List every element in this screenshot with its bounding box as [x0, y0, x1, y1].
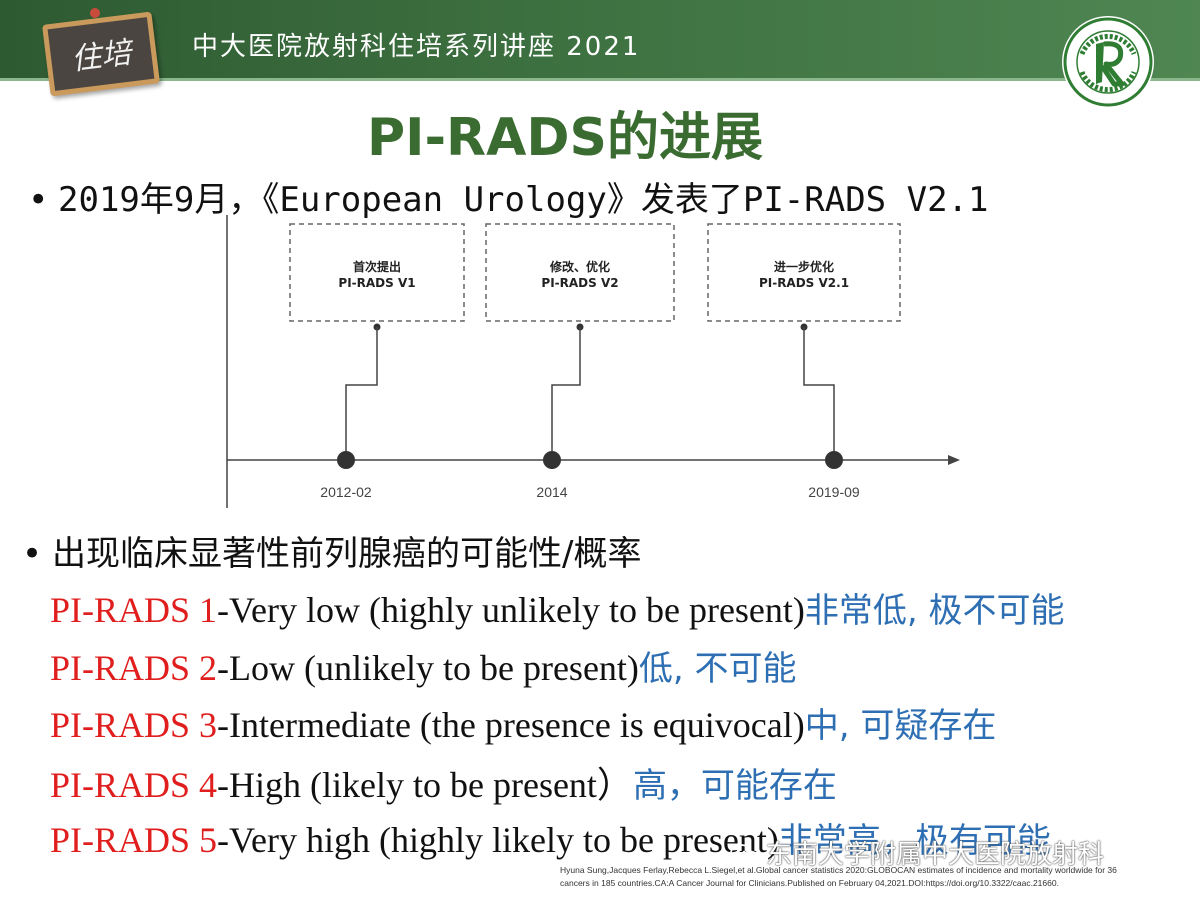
chalkboard-badge: 住培	[42, 8, 160, 97]
pirads-cn: 中, 可疑存在	[804, 706, 997, 746]
header-bar	[0, 0, 1200, 78]
pin-icon	[90, 8, 100, 18]
connector-line	[551, 327, 581, 460]
event-label-2: PI-RADS V1	[338, 276, 415, 290]
connector-line	[345, 327, 378, 460]
event-date: 2014	[536, 484, 567, 500]
pirads-cn: 低, 不可能	[638, 648, 797, 689]
pirads-row-2: PI-RADS 2-Low (unlikely to be present)低,…	[50, 641, 1065, 699]
bullet-dot-icon: •	[28, 180, 49, 220]
timeline-marker	[825, 451, 843, 469]
pirads-row-4: PI-RADS 4-High (likely to be present）高，可…	[50, 756, 1065, 814]
pirads-cn: 非常高，极有可能	[778, 821, 1051, 861]
reference-citation: Hyuna Sung,Jacques Ferlay,Rebecca L.Sieg…	[560, 864, 1160, 890]
citation-line-2: cancers in 185 countries.CA:A Cancer Jou…	[560, 878, 1059, 888]
header-title: 中大医院放射科住培系列讲座 2021	[192, 32, 641, 62]
event-label-2: PI-RADS V2	[541, 276, 618, 290]
event-date: 2012-02	[320, 484, 372, 500]
hospital-seal-icon	[1062, 16, 1154, 108]
event-label-1: 首次提出	[353, 259, 401, 274]
bullet-probability: •出现临床显著性前列腺癌的可能性/概率	[22, 526, 641, 575]
pirads-row-1: PI-RADS 1-Very low (highly unlikely to b…	[50, 583, 1065, 641]
pirads-row-3: PI-RADS 3-Intermediate (the presence is …	[50, 698, 1065, 756]
pirads-row-5: PI-RADS 5-Very high (highly likely to be…	[50, 813, 1065, 871]
timeline-marker	[337, 451, 355, 469]
pirads-desc: -Very high (highly likely to be present)	[217, 820, 779, 860]
header-divider	[0, 78, 1200, 81]
citation-line-1: Hyuna Sung,Jacques Ferlay,Rebecca L.Sieg…	[560, 865, 1117, 875]
pirads-name: PI-RADS 5	[50, 820, 218, 860]
pirads-desc: -Intermediate (the presence is equivocal…	[217, 705, 805, 745]
timeline-marker	[543, 451, 561, 469]
pirads-cn: 高，可能存在	[632, 765, 837, 806]
pirads-desc: -Very low (highly unlikely to be present…	[217, 590, 805, 630]
pirads-name: PI-RADS 3	[50, 705, 218, 745]
pirads-name: PI-RADS 4	[50, 764, 218, 805]
pirads-name: PI-RADS 2	[50, 647, 218, 688]
connector-line	[803, 327, 835, 460]
badge-label: 住培	[69, 35, 134, 78]
bullet-publication-text: 2019年9月，《European Urology》发表了PI-RADS V2.…	[58, 180, 989, 220]
timeline-event-3: 进一步优化 PI-RADS V2.1 2019-09	[707, 223, 901, 500]
pirads-desc: -High (likely to be present）	[217, 764, 633, 805]
event-label-2: PI-RADS V2.1	[759, 276, 849, 290]
slide-title: PI-RADS的进展	[367, 108, 763, 168]
watermark-text: 东南大学附属中大医院放射科	[766, 840, 1105, 870]
timeline-event-2: 修改、优化 PI-RADS V2 2014	[485, 223, 675, 500]
bullet-dot-icon: •	[22, 534, 43, 574]
pirads-desc: -Low (unlikely to be present)	[217, 647, 639, 688]
timeline-event-1: 首次提出 PI-RADS V1 2012-02	[289, 223, 465, 500]
pirads-score-list: PI-RADS 1-Very low (highly unlikely to b…	[50, 583, 1065, 871]
event-label-1: 修改、优化	[549, 259, 610, 274]
wechat-icon	[730, 844, 759, 866]
pirads-cn: 非常低, 极不可能	[804, 591, 1065, 631]
bullet-probability-text: 出现临床显著性前列腺癌的可能性/概率	[52, 534, 642, 574]
pirads-name: PI-RADS 1	[50, 590, 218, 630]
bullet-publication: •2019年9月，《European Urology》发表了PI-RADS V2…	[28, 172, 989, 221]
chalkboard-icon: 住培	[42, 11, 160, 97]
pirads-timeline: 首次提出 PI-RADS V1 2012-02 修改、优化 PI-RADS V2…	[226, 215, 960, 508]
wechat-watermark: 东南大学附属中大医院放射科	[730, 834, 1104, 871]
event-date: 2019-09	[808, 484, 860, 500]
event-label-1: 进一步优化	[774, 259, 834, 274]
event-box	[485, 223, 675, 322]
arrow-right-icon	[948, 455, 960, 465]
